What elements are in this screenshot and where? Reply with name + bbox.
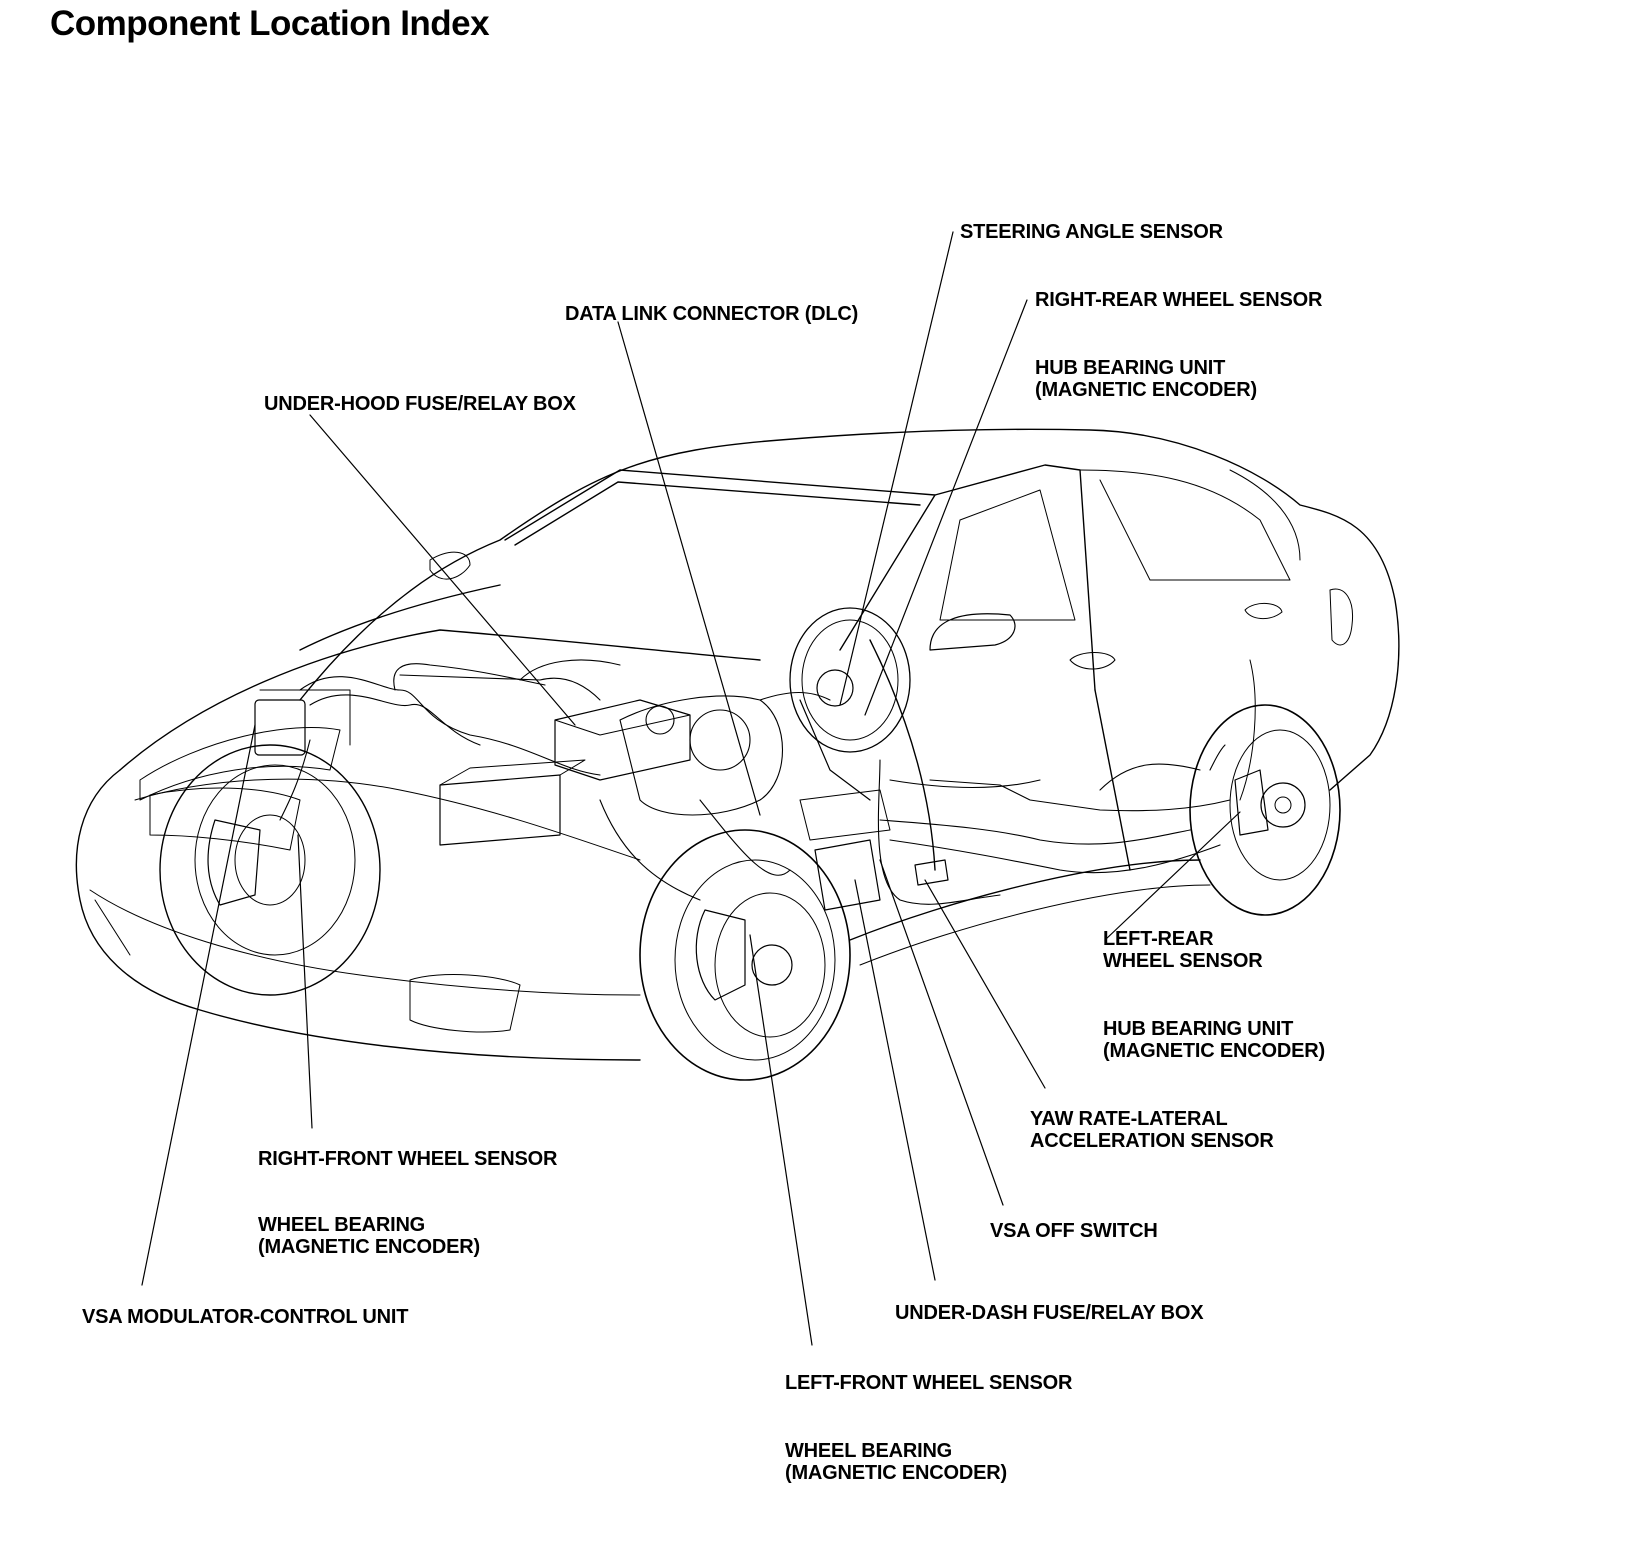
label-hub-bearing-rear-right: HUB BEARING UNIT (MAGNETIC ENCODER) <box>1035 357 1257 401</box>
left-front-wheel <box>640 830 850 1080</box>
label-vsa-modulator: VSA MODULATOR-CONTROL UNIT <box>82 1306 409 1328</box>
label-wheel-bearing-right: WHEEL BEARING (MAGNETIC ENCODER) <box>258 1214 480 1258</box>
leader-left-rear-wheel-sensor <box>1105 812 1240 940</box>
label-steering-angle-sensor: STEERING ANGLE SENSOR <box>960 221 1223 243</box>
page-title: Component Location Index <box>50 4 490 43</box>
leader-yaw-rate-sensor <box>925 880 1045 1088</box>
car-body <box>76 429 1398 1060</box>
label-hub-bearing-rear-left: HUB BEARING UNIT (MAGNETIC ENCODER) <box>1103 1018 1325 1062</box>
leader-under-dash-fuse-box <box>855 880 935 1280</box>
left-rear-wheel <box>1190 705 1340 915</box>
label-under-dash-fuse-box: UNDER-DASH FUSE/RELAY BOX <box>895 1302 1204 1324</box>
harness-lines <box>280 660 1230 904</box>
label-vsa-off-switch: VSA OFF SWITCH <box>990 1220 1158 1242</box>
under-dash-fuse-box-shape <box>800 790 890 910</box>
leader-data-link-connector <box>618 322 760 815</box>
label-left-front-wheel-sensor: LEFT-FRONT WHEEL SENSOR <box>785 1372 1073 1394</box>
right-front-wheel <box>160 745 380 995</box>
label-right-rear-wheel-sensor: RIGHT-REAR WHEEL SENSOR <box>1035 289 1323 311</box>
leader-vsa-off-switch <box>880 860 1003 1205</box>
steering-wheel-shape <box>790 608 910 800</box>
yaw-rate-sensor-shape <box>915 860 948 885</box>
leader-right-front-wheel-sensor <box>298 835 312 1128</box>
engine-shape <box>620 696 783 815</box>
leader-vsa-modulator <box>142 725 255 1285</box>
leader-right-rear-wheel-sensor <box>865 300 1027 715</box>
leader-under-hood-fuse-box <box>310 415 575 725</box>
battery-shape <box>440 760 585 845</box>
label-under-hood-fuse-box: UNDER-HOOD FUSE/RELAY BOX <box>264 393 576 415</box>
leader-lines <box>142 232 1240 1345</box>
label-wheel-bearing-left: WHEEL BEARING (MAGNETIC ENCODER) <box>785 1440 1007 1484</box>
label-data-link-connector: DATA LINK CONNECTOR (DLC) <box>565 303 859 325</box>
label-right-front-wheel-sensor: RIGHT-FRONT WHEEL SENSOR <box>258 1148 558 1170</box>
rear-caliper-shape <box>1235 770 1268 835</box>
label-yaw-rate-sensor: YAW RATE-LATERAL ACCELERATION SENSOR <box>1030 1108 1274 1152</box>
leader-steering-angle-sensor <box>840 232 953 705</box>
label-left-rear-wheel-sensor: LEFT-REAR WHEEL SENSOR <box>1103 928 1263 972</box>
under-hood-fuse-box-shape <box>555 700 690 780</box>
leader-left-front-wheel-sensor <box>750 935 812 1345</box>
